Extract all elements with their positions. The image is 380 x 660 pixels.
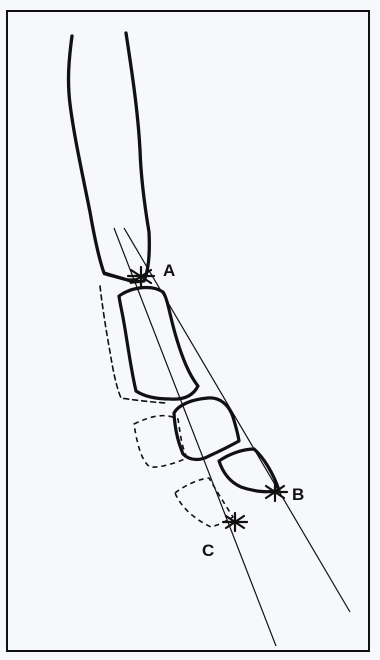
label-a: A	[163, 261, 175, 280]
point-c-marker	[223, 513, 247, 531]
distal-phalanx	[219, 449, 279, 492]
dashed-distal-outline	[175, 478, 233, 527]
upper-bone-outline	[69, 33, 150, 282]
point-b-marker	[263, 483, 287, 501]
label-b: B	[292, 485, 304, 504]
axis-line-a-to-c	[114, 228, 276, 646]
axis-line-a-to-b	[124, 228, 350, 612]
point-a-marker	[128, 267, 154, 286]
label-c: C	[202, 541, 214, 560]
dashed-proximal-outline	[100, 286, 165, 403]
